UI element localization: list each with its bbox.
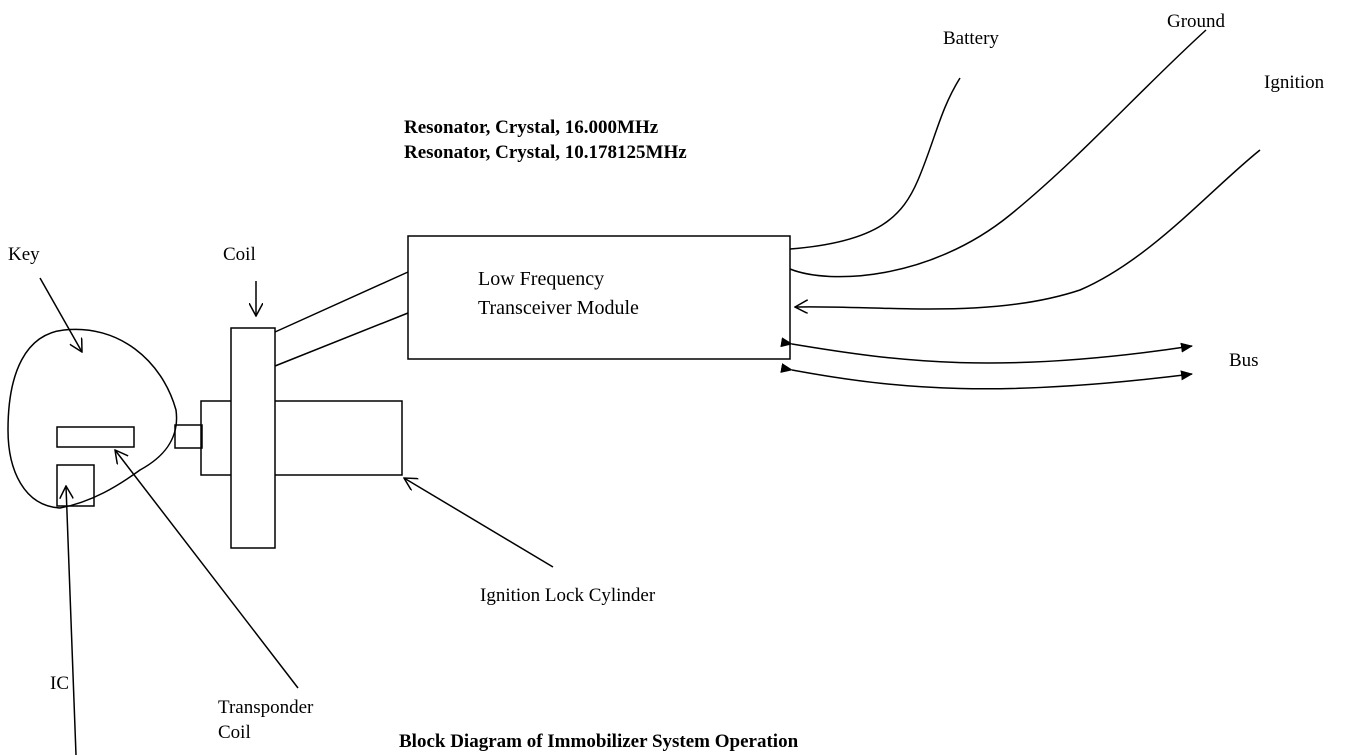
bus-label: Bus — [1229, 350, 1259, 371]
key-pointer-arrow — [39, 277, 82, 352]
key-shaft — [174, 424, 203, 449]
ic-pointer-arrow — [66, 486, 77, 755]
ignition-lock-cylinder-block — [200, 400, 403, 476]
transponder-label-line-1: Transponder — [218, 697, 314, 718]
transponder-pointer-arrow — [115, 450, 299, 689]
coil-block — [230, 327, 276, 549]
module-label-line-1: Low Frequency — [478, 268, 605, 290]
module-label-line-2: Transceiver Module — [478, 297, 639, 319]
ignition-lock-cylinder-label: Ignition Lock Cylinder — [480, 585, 656, 606]
key-label: Key — [8, 244, 40, 265]
key-outline — [7, 328, 178, 509]
transponder-label-line-2: Coil — [218, 722, 251, 743]
battery-wire — [789, 77, 961, 250]
transponder-coil-block — [56, 426, 135, 448]
ground-wire — [789, 29, 1207, 278]
cylinder-pointer-arrow — [404, 478, 554, 568]
ignition-label: Ignition — [1264, 72, 1325, 93]
ic-label: IC — [50, 673, 69, 694]
coil-label: Coil — [223, 244, 256, 265]
ic-block — [56, 464, 95, 507]
bus-line-lower — [780, 363, 1193, 390]
coil-wire-upper — [274, 271, 409, 333]
resonator-label-2: Resonator, Crystal, 10.178125MHz — [404, 142, 687, 163]
transceiver-module-block — [407, 235, 791, 360]
battery-label: Battery — [943, 28, 999, 49]
coil-wire-lower — [274, 312, 409, 367]
resonator-label-1: Resonator, Crystal, 16.000MHz — [404, 117, 659, 138]
ground-label: Ground — [1167, 11, 1226, 32]
transceiver-module-label: Low Frequency Transceiver Module — [478, 265, 639, 323]
diagram-caption: Block Diagram of Immobilizer System Oper… — [399, 731, 799, 752]
bus-line-upper — [780, 337, 1193, 364]
ignition-wire — [795, 149, 1261, 309]
